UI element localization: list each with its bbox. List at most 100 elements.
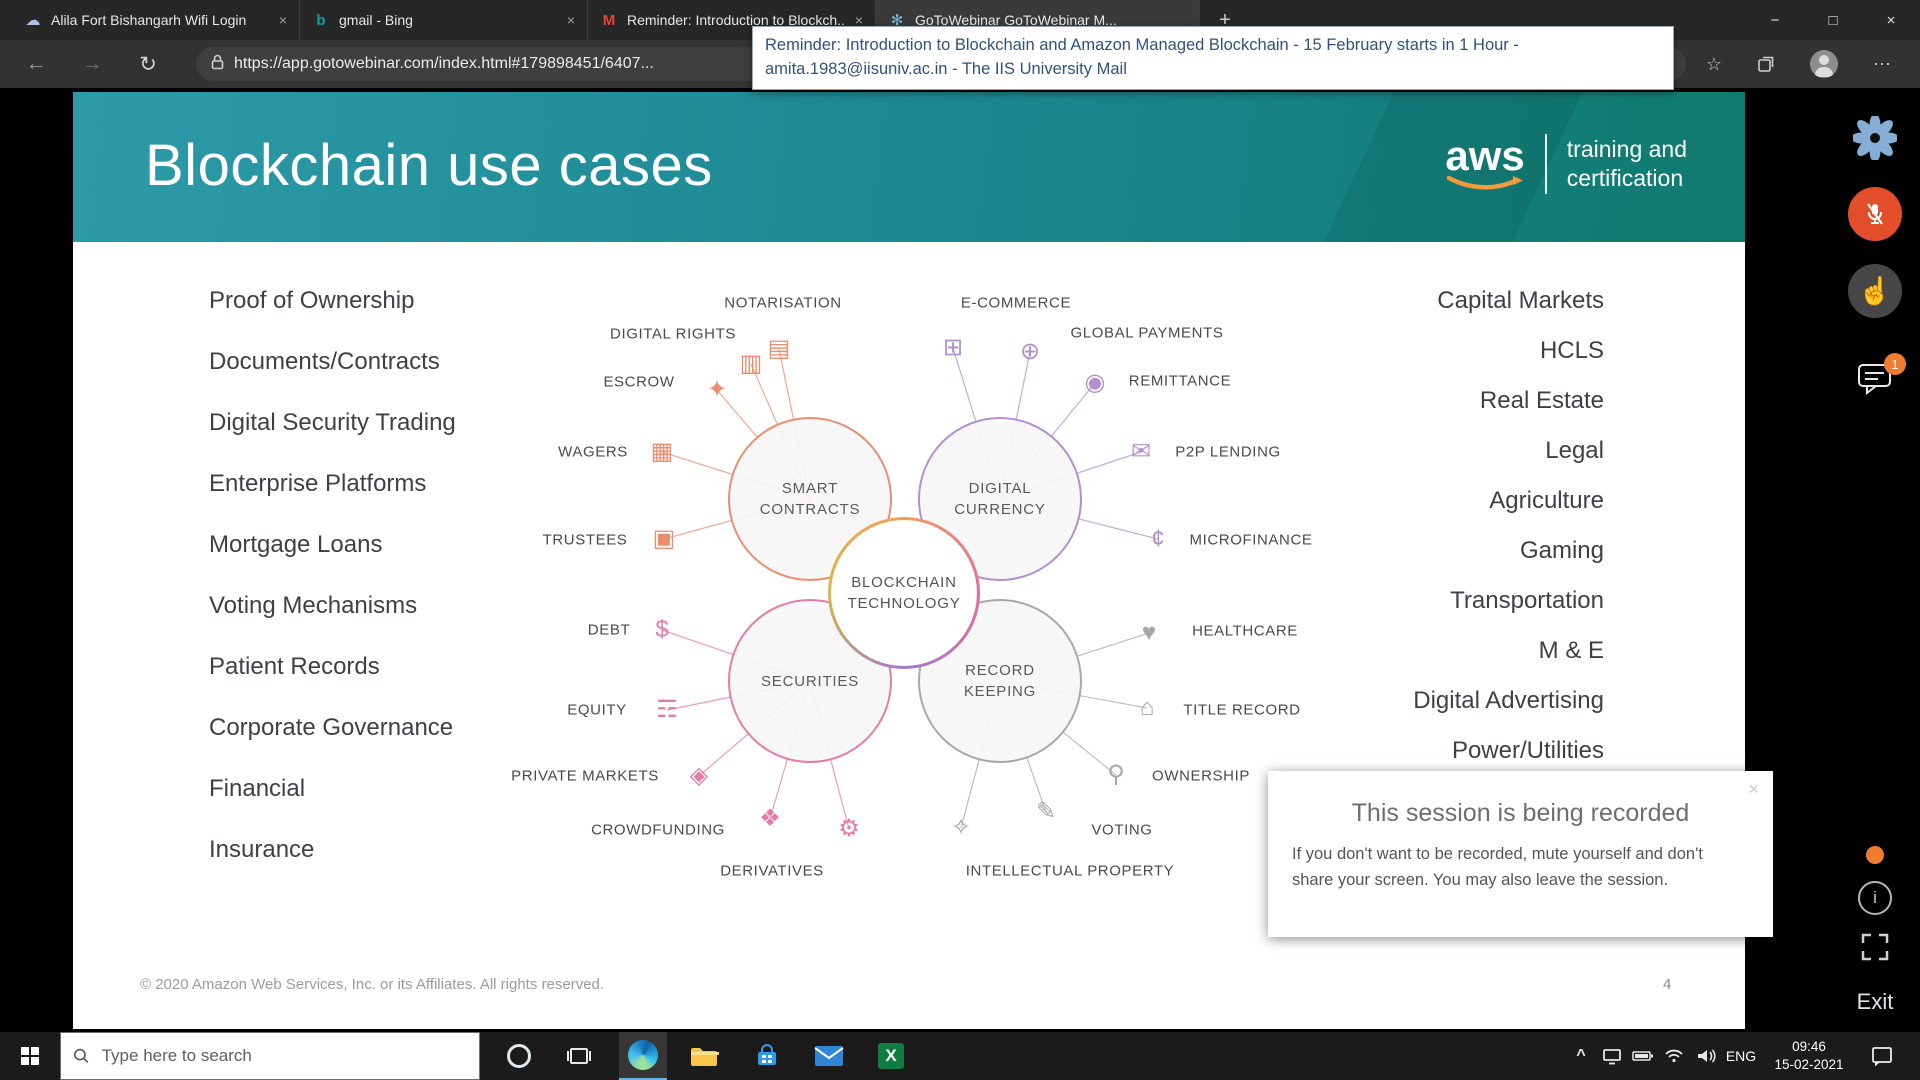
industry-item: Real Estate [1479,387,1604,414]
network-icon: ❖ [759,805,781,832]
task-view-button[interactable] [555,1032,603,1080]
maximize-button[interactable]: □ [1828,11,1838,29]
chat-icon: ✉ [1130,438,1152,465]
reminder-popup[interactable]: Reminder: Introduction to Blockchain and… [752,26,1674,90]
drone-icon: ✦ [706,376,728,403]
shopping-bag-icon: ⊞ [942,334,964,361]
file-explorer-button[interactable] [680,1032,728,1080]
file-explorer-icon [691,1048,719,1066]
tray-battery-icon[interactable] [1627,1032,1659,1080]
notice-close-icon[interactable]: × [1748,779,1759,799]
industry-item: Legal [1545,437,1604,464]
taskbar-search[interactable] [60,1032,480,1080]
use-case-item: Corporate Governance [209,713,454,741]
key-icon: ⚲ [1107,761,1125,788]
bar-chart-icon: ☶ [656,696,678,723]
diagram-satellite-label: TRUSTEES [542,531,628,549]
pencil-icon: ✎ [1035,798,1057,825]
taskbar-clock[interactable]: 09:46 15-02-2021 [1767,1032,1851,1080]
browser-tab-bing[interactable]: b gmail - Bing × [300,0,588,40]
info-button[interactable]: i [1858,881,1892,915]
browser-tab-wifi-login[interactable]: ☁ Alila Fort Bishangarh Wifi Login × [12,0,300,40]
windows-logo-icon [21,1047,39,1065]
action-center-icon [1872,1046,1892,1066]
diagram-satellite-label: TITLE RECORD [1183,701,1301,719]
coins-icon: ¢ [1151,525,1165,552]
action-center-button[interactable] [1858,1032,1906,1080]
industry-item: Power/Utilities [1451,737,1604,764]
cloud-icon: ☁ [25,12,41,29]
tab-title: GoToWebinar GoToWebinar M... [915,12,1117,28]
tab-title: Reminder: Introduction to Blockch... [627,12,846,28]
aws-logo: aws training and certification [1445,134,1687,194]
forward-icon[interactable]: → [81,52,103,75]
cortana-button[interactable] [495,1032,543,1080]
favorites-star-icon[interactable]: ☆ [1705,53,1723,74]
tab-close-icon[interactable]: × [278,12,287,28]
search-input[interactable] [99,1045,467,1067]
refresh-icon[interactable]: ↻ [139,52,157,76]
raise-hand-button[interactable]: ☝ [1848,264,1902,318]
raise-hand-icon: ☝ [1858,276,1892,306]
profile-avatar[interactable] [1802,40,1846,88]
collections-icon[interactable] [1744,40,1788,88]
exit-button[interactable]: Exit [1856,989,1894,1014]
use-case-item: Financial [209,774,306,802]
diagram-satellite-label: EQUITY [567,701,627,719]
tab-close-icon[interactable]: × [566,12,575,28]
recording-indicator-dot [1866,846,1884,864]
back-icon[interactable]: ← [25,52,47,75]
lock-icon [211,54,224,75]
diagram-satellite-label: PRIVATE MARKETS [511,767,659,785]
industry-item: Digital Advertising [1413,687,1604,714]
aws-wordmark: aws [1445,135,1525,191]
industry-item: M & E [1538,637,1604,664]
slide-page-number: 4 [1663,976,1672,993]
heart-icon: ♥ [1141,619,1157,646]
diagram-center-circle: BLOCKCHAIN TECHNOLOGY [828,517,980,669]
use-case-item: Digital Security Trading [209,408,456,436]
daisy-icon: ✻ [890,12,904,29]
menu-ellipsis-icon[interactable]: ⋯ [1873,53,1891,74]
diagram-satellite-label: WAGERS [558,443,628,461]
webinar-control-panel: ☝ 1 i Exit [1830,88,1920,1032]
taskbar: X ^ ENG 09:46 15-02-2021 [0,1032,1920,1080]
close-button[interactable]: × [1886,11,1896,29]
reminder-popup-text: Reminder: Introduction to Blockchain and… [765,36,1519,78]
diagram-satellite-label: P2P LENDING [1175,443,1281,461]
tray-expand-button[interactable]: ^ [1576,1047,1586,1064]
minimize-button[interactable]: − [1770,11,1780,29]
tray-wifi-icon[interactable] [1658,1032,1690,1080]
tray-volume-icon[interactable] [1690,1032,1722,1080]
excel-button[interactable]: X [867,1032,915,1080]
info-icon: i [1858,881,1892,915]
tab-close-icon[interactable]: × [854,12,863,28]
use-case-item: Patient Records [209,652,380,680]
chat-button[interactable] [1855,360,1895,396]
mute-button[interactable] [1848,187,1902,241]
use-case-item: Insurance [209,835,315,863]
start-button[interactable] [0,1032,60,1080]
microsoft-store-button[interactable] [743,1032,791,1080]
tab-title: Alila Fort Bishangarh Wifi Login [51,12,247,28]
fullscreen-button[interactable] [1858,930,1892,964]
tray-monitor-icon[interactable] [1596,1032,1628,1080]
ticket-icon: ▦ [650,438,674,465]
new-tab-button[interactable]: + [1219,8,1231,31]
mail-button[interactable] [805,1032,853,1080]
fullscreen-icon [1861,933,1889,961]
diagram-satellite-label: E-COMMERCE [960,294,1072,312]
contract-icon: ▥ [739,350,763,377]
house-icon: ⌂ [1139,694,1155,721]
tab-title: gmail - Bing [339,12,413,28]
diagram-satellite-label: INTELLECTUAL PROPERTY [965,862,1175,880]
clock-time: 09:46 [1792,1039,1826,1055]
industry-item: Transportation [1450,587,1604,614]
browser-tab-gmail-reminder[interactable]: M Reminder: Introduction to Blockch... × [588,0,876,40]
bing-icon: b [316,11,326,29]
edge-taskbar-button[interactable] [619,1032,667,1080]
edge-icon [628,1040,658,1070]
gotowebinar-daisy-logo [1853,116,1897,160]
language-indicator[interactable]: ENG [1725,1048,1757,1064]
